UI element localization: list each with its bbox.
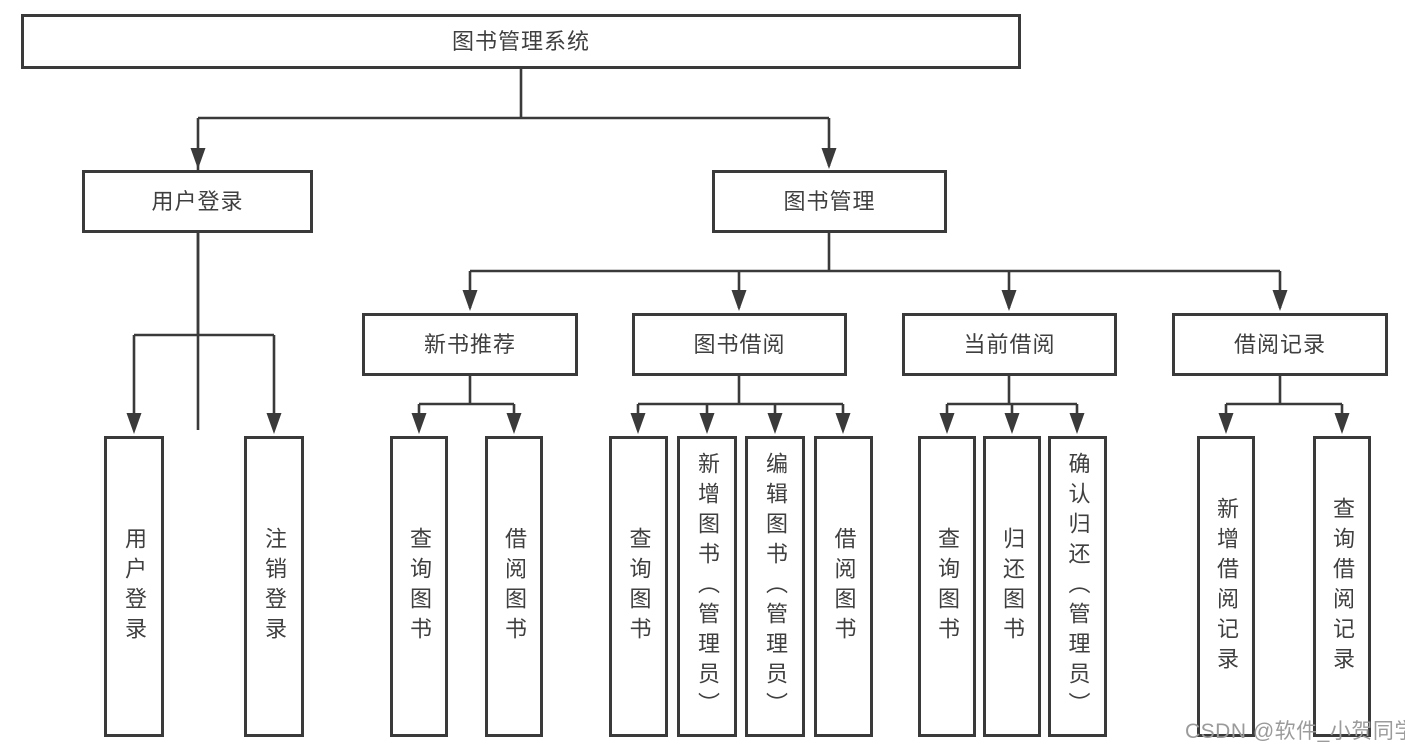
node-book-management: 图书管理 [712, 170, 947, 233]
leaf-user-login: 用户登录 [104, 436, 164, 737]
node-label: 借阅图书 [831, 526, 857, 647]
leaf-query-books-recommend: 查询图书 [390, 436, 448, 737]
leaf-query-borrow-record: 查询借阅记录 [1313, 436, 1371, 737]
node-label: 用户登录 [151, 188, 244, 214]
node-label: 图书管理系统 [451, 28, 590, 54]
leaf-borrow-books-recommend: 借阅图书 [485, 436, 543, 737]
node-borrowing-records: 借阅记录 [1172, 313, 1388, 376]
node-label: 查询图书 [626, 526, 652, 647]
leaf-edit-books-admin: 编辑图书（管理员） [745, 436, 805, 737]
node-label: 查询图书 [407, 526, 432, 647]
node-label: 查询图书 [935, 526, 960, 647]
node-label: 借阅图书 [502, 526, 527, 647]
leaf-borrow-books: 借阅图书 [814, 436, 873, 737]
leaf-logout: 注销登录 [244, 436, 304, 737]
node-label: 图书管理 [783, 188, 876, 214]
node-user-login: 用户登录 [82, 170, 313, 233]
node-label: 注销登录 [262, 526, 287, 647]
node-label: 用户登录 [122, 526, 147, 647]
node-label: 归还图书 [1000, 526, 1025, 647]
node-current-borrowing: 当前借阅 [902, 313, 1117, 376]
leaf-query-books-current: 查询图书 [918, 436, 976, 737]
node-book-borrowing: 图书借阅 [632, 313, 847, 376]
node-library-management-system: 图书管理系统 [21, 14, 1021, 69]
csdn-watermark: CSDN @软件_小贺同学 [1185, 720, 1405, 743]
node-label: 新增借阅记录 [1214, 496, 1239, 677]
node-label: 图书借阅 [693, 331, 786, 357]
leaf-query-books-borrowing: 查询图书 [609, 436, 668, 737]
node-label: 确认归还（管理员） [1065, 451, 1091, 722]
node-label: 借阅记录 [1233, 331, 1326, 357]
leaf-confirm-return-admin: 确认归还（管理员） [1048, 436, 1107, 737]
node-label: 当前借阅 [963, 331, 1056, 357]
node-new-book-recommend: 新书推荐 [362, 313, 578, 376]
node-label: 查询借阅记录 [1330, 496, 1355, 677]
leaf-return-books: 归还图书 [983, 436, 1041, 737]
leaf-add-borrow-record: 新增借阅记录 [1197, 436, 1255, 737]
node-label: 新书推荐 [423, 331, 516, 357]
leaf-add-books-admin: 新增图书（管理员） [677, 436, 737, 737]
node-label: 新增图书（管理员） [695, 451, 720, 722]
node-label: 编辑图书（管理员） [763, 451, 788, 722]
